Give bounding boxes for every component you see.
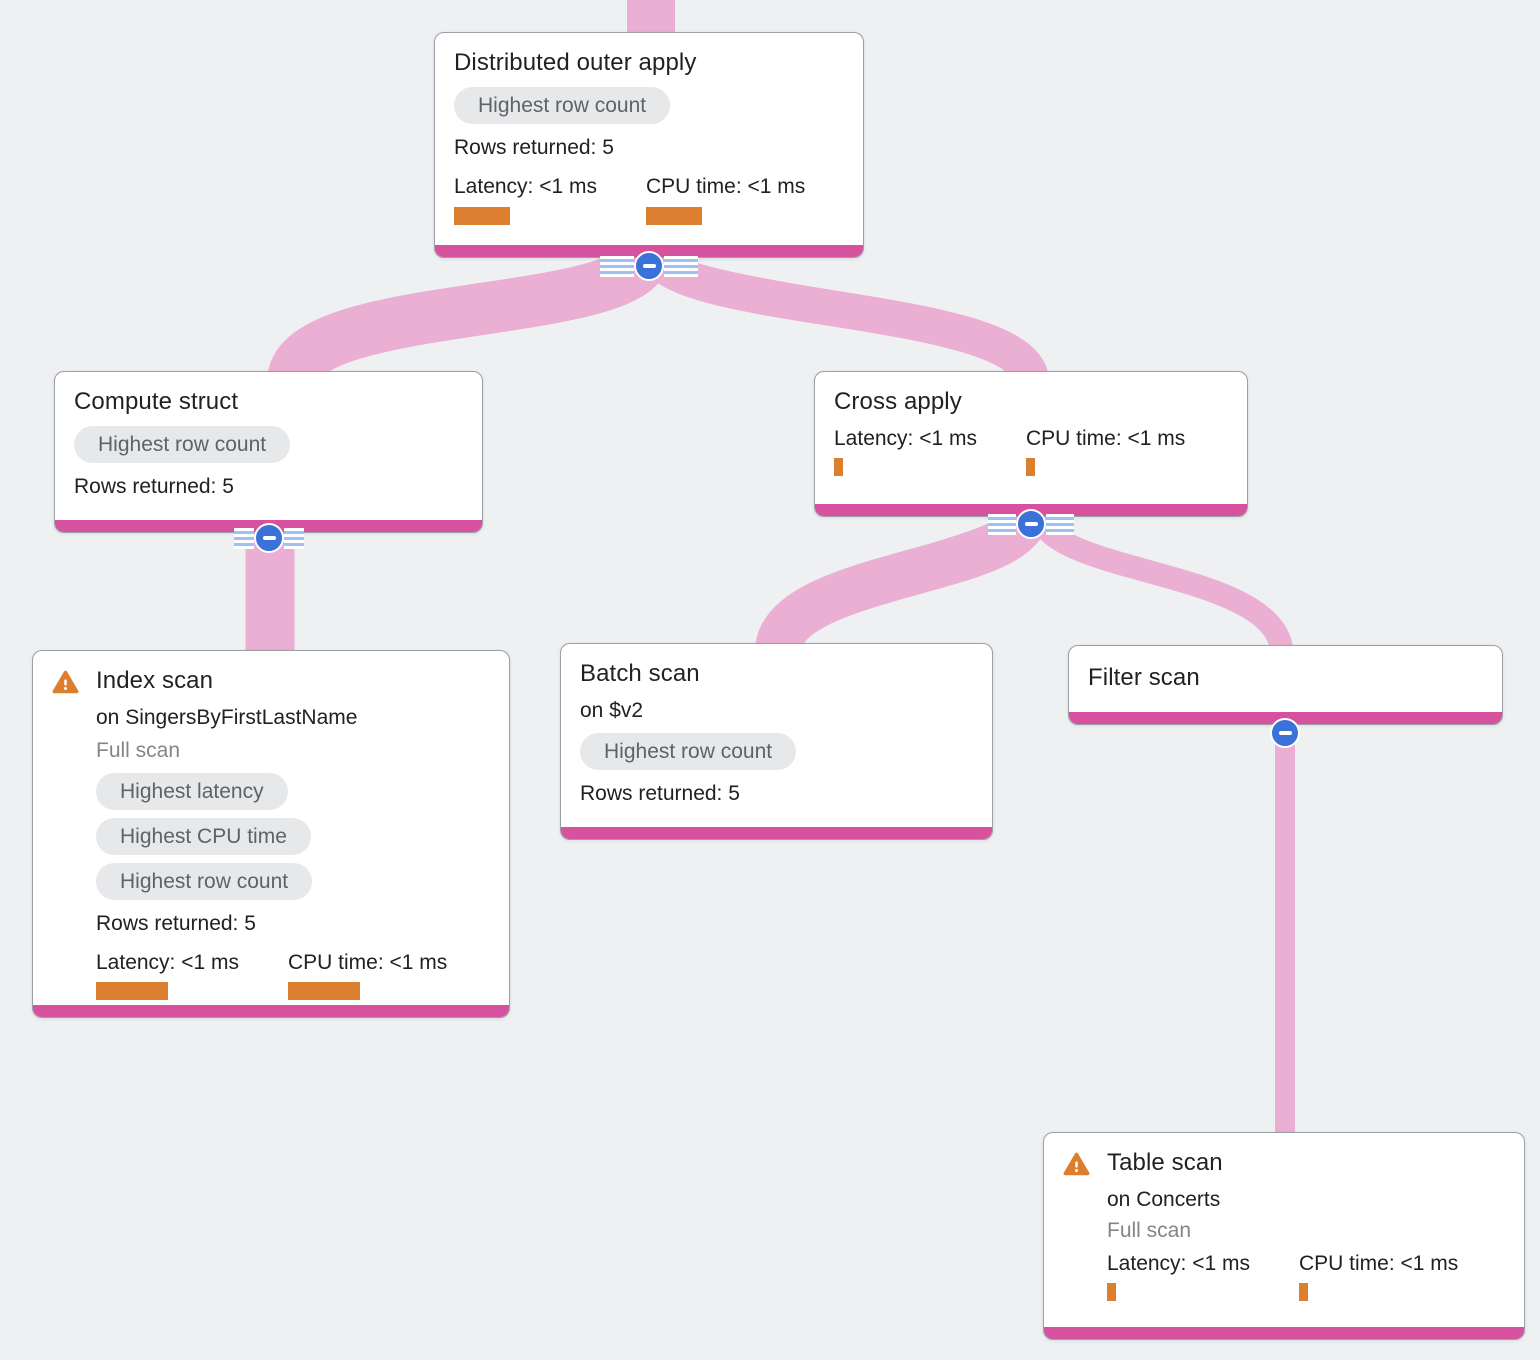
node-subtitle: on $v2 bbox=[580, 699, 644, 722]
collapse-button-cross-apply[interactable] bbox=[988, 509, 1074, 539]
node-title: Index scan bbox=[96, 667, 214, 694]
badge-highest-row-count: Highest row count bbox=[454, 87, 671, 124]
latency-label: Latency: <1 ms bbox=[96, 950, 239, 974]
flow-edge-cross-apply-to-filter-scan bbox=[1028, 509, 1294, 657]
node-title: Cross apply bbox=[834, 388, 962, 415]
plan-node-batch-scan[interactable]: Batch scan on $v2 Highest row count Rows… bbox=[560, 643, 993, 840]
collapse-button-compute-struct[interactable] bbox=[234, 523, 304, 553]
badge-highest-row-count: Highest row count bbox=[74, 426, 291, 463]
plan-node-cross-apply[interactable]: Cross apply Latency: <1 ms CPU time: <1 … bbox=[814, 371, 1248, 517]
latency-bar bbox=[1107, 1282, 1116, 1301]
node-accent-bar bbox=[33, 1005, 509, 1017]
rows-returned-text: Rows returned: 5 bbox=[580, 782, 740, 806]
collapse-stripes bbox=[234, 527, 254, 549]
badge-highest-latency: Highest latency bbox=[96, 772, 288, 810]
collapse-button-filter-scan[interactable] bbox=[1270, 718, 1300, 748]
latency-bar bbox=[454, 206, 510, 225]
node-title: Distributed outer apply bbox=[454, 49, 697, 76]
rows-returned-text: Rows returned: 5 bbox=[96, 911, 256, 935]
latency-label: Latency: <1 ms bbox=[834, 427, 977, 450]
minus-icon[interactable] bbox=[1016, 509, 1046, 539]
minus-icon[interactable] bbox=[634, 251, 664, 281]
plan-node-distributed-outer-apply[interactable]: Distributed outer apply Highest row coun… bbox=[434, 32, 864, 258]
cpu-time-label: CPU time: <1 ms bbox=[288, 950, 448, 974]
collapse-button-distributed-outer-apply[interactable] bbox=[600, 251, 698, 281]
node-subtitle: on SingersByFirstLastName bbox=[96, 706, 358, 729]
plan-node-compute-struct[interactable]: Compute struct Highest row count Rows re… bbox=[54, 371, 483, 533]
cpu-time-bar bbox=[288, 982, 360, 1001]
scan-type-text: Full scan bbox=[96, 739, 181, 763]
node-accent-bar bbox=[1044, 1327, 1524, 1339]
cpu-time-label: CPU time: <1 ms bbox=[646, 175, 806, 199]
badge-highest-row-count: Highest row count bbox=[580, 733, 797, 771]
badge-highest-cpu-time: Highest CPU time bbox=[96, 817, 311, 855]
rows-returned-text: Rows returned: 5 bbox=[454, 136, 614, 159]
cpu-time-label: CPU time: <1 ms bbox=[1026, 427, 1186, 450]
node-title: Compute struct bbox=[74, 388, 239, 415]
node-title: Batch scan bbox=[580, 660, 700, 687]
plan-node-index-scan[interactable]: Index scan on SingersByFirstLastName Ful… bbox=[32, 650, 510, 1018]
node-subtitle: on Concerts bbox=[1107, 1188, 1221, 1211]
cpu-time-bar bbox=[1026, 458, 1035, 477]
flow-edge-root-to-cross-apply bbox=[638, 245, 1049, 386]
scan-type-text: Full scan bbox=[1107, 1219, 1192, 1243]
minus-icon[interactable] bbox=[1270, 718, 1300, 748]
flow-edge-root-to-compute-struct bbox=[267, 243, 672, 387]
cpu-time-bar bbox=[646, 206, 702, 225]
node-accent-bar bbox=[561, 827, 992, 839]
node-title: Table scan bbox=[1107, 1149, 1223, 1176]
latency-bar bbox=[96, 982, 168, 1001]
cpu-time-label: CPU time: <1 ms bbox=[1299, 1251, 1459, 1275]
rows-returned-text: Rows returned: 5 bbox=[74, 475, 234, 498]
plan-node-filter-scan[interactable]: Filter scan bbox=[1068, 645, 1503, 725]
collapse-stripes bbox=[284, 527, 304, 549]
latency-label: Latency: <1 ms bbox=[454, 175, 597, 199]
collapse-stripes bbox=[600, 255, 634, 277]
node-title: Filter scan bbox=[1088, 664, 1200, 691]
minus-icon[interactable] bbox=[254, 523, 284, 553]
collapse-stripes bbox=[664, 255, 698, 277]
latency-bar bbox=[834, 458, 843, 477]
collapse-stripes bbox=[1046, 513, 1074, 535]
warning-icon bbox=[1063, 1148, 1107, 1301]
badge-highest-row-count: Highest row count bbox=[96, 862, 313, 900]
collapse-stripes bbox=[988, 513, 1016, 535]
latency-label: Latency: <1 ms bbox=[1107, 1251, 1250, 1275]
plan-node-table-scan[interactable]: Table scan on Concerts Full scan Latency… bbox=[1043, 1132, 1525, 1340]
cpu-time-bar bbox=[1299, 1282, 1308, 1301]
warning-icon bbox=[52, 666, 96, 1000]
